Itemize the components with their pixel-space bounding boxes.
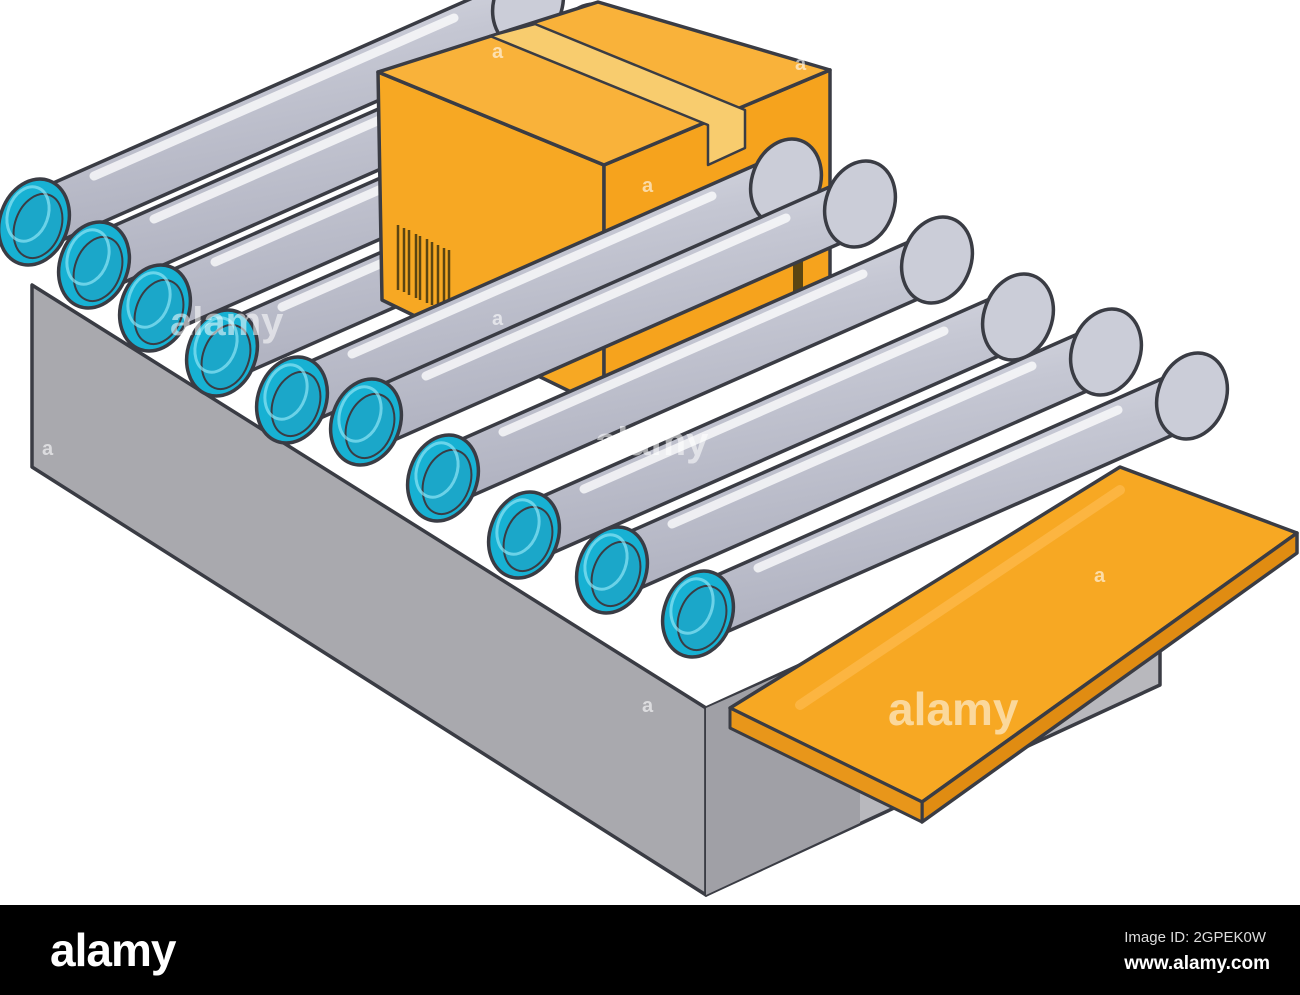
conveyor-illustration: alamy alamy alamy a a a a a a a bbox=[0, 0, 1299, 897]
watermark-text: alamy bbox=[595, 420, 709, 464]
watermark-mark: a bbox=[1094, 565, 1106, 587]
image-info: Image ID: 2GPEK0W www.alamy.com bbox=[1124, 925, 1270, 977]
watermark-mark: a bbox=[642, 695, 654, 717]
watermark: alamy alamy alamy a a a a a a a bbox=[42, 41, 1106, 735]
watermark-mark: a bbox=[795, 53, 807, 75]
image-id: Image ID: 2GPEK0W bbox=[1124, 929, 1266, 946]
watermark-mark: a bbox=[42, 438, 54, 460]
stock-footer: alamy Image ID: 2GPEK0W www.alamy.com bbox=[0, 905, 1300, 995]
watermark-mark: a bbox=[492, 308, 504, 330]
alamy-logo: alamy bbox=[50, 924, 176, 976]
watermark-mark: a bbox=[642, 175, 654, 197]
exit-plate bbox=[728, 465, 1299, 824]
watermark-text: alamy bbox=[170, 300, 284, 344]
watermark-text: alamy bbox=[888, 683, 1019, 735]
watermark-mark: a bbox=[492, 41, 504, 63]
site-url: www.alamy.com bbox=[1124, 953, 1270, 974]
